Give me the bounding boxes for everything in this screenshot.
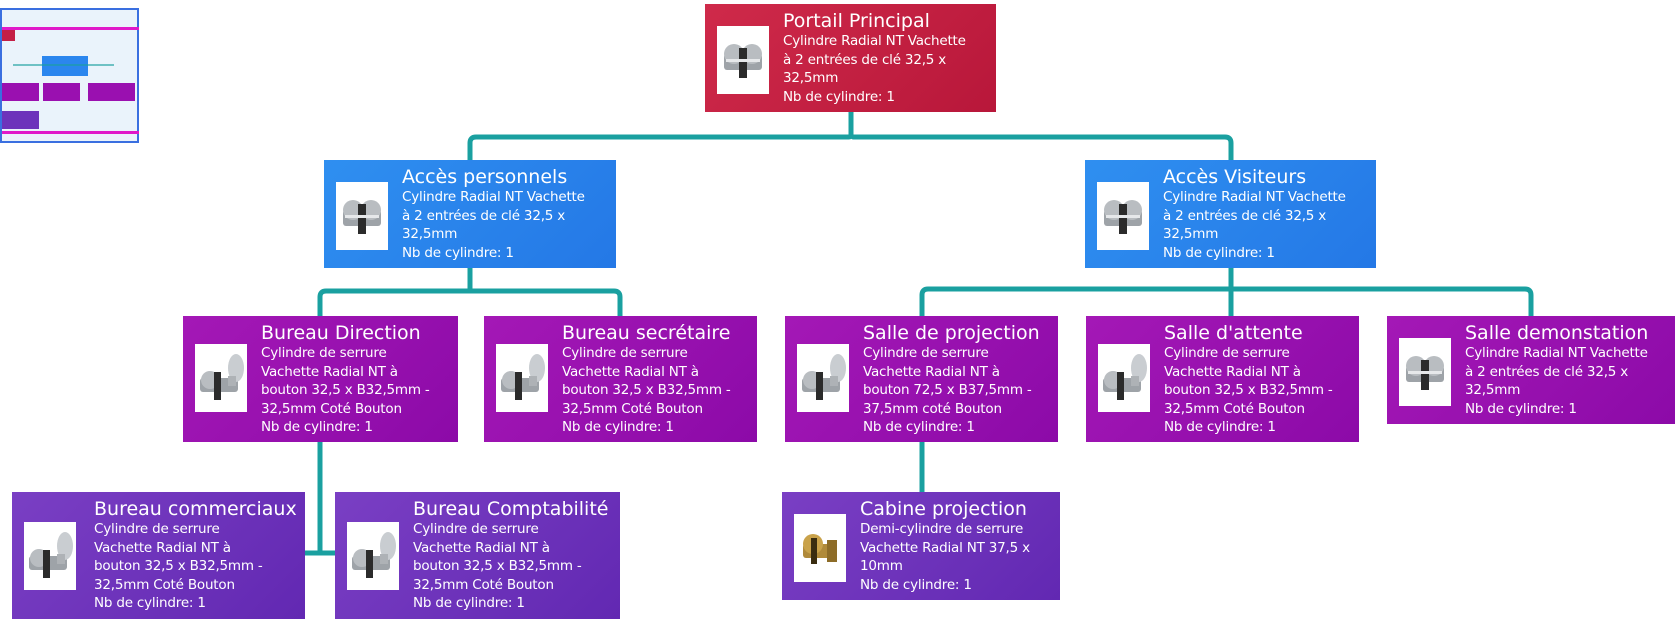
node-description: Cylindre Radial NT Vachette à 2 entrées … (1465, 345, 1648, 399)
node-description: Cylindre Radial NT Vachette à 2 entrées … (783, 33, 966, 87)
minimap-node (42, 56, 88, 76)
node-acces-visiteurs[interactable]: Accès Visiteurs Cylindre Radial NT Vache… (1085, 160, 1376, 268)
node-count: Nb de cylindre: 1 (783, 88, 895, 105)
node-count: Nb de cylindre: 1 (1163, 244, 1275, 261)
cylinder-thumbnail (1097, 182, 1149, 250)
cylinder-thumbnail (336, 182, 388, 250)
node-bureau-secretaire[interactable]: Bureau secrétaire Cylindre de serrure Va… (484, 316, 757, 442)
connector-acces-personnels (317, 265, 623, 319)
node-count: Nb de cylindre: 1 (1465, 400, 1577, 417)
node-description: Demi-cylindre de serrure Vachette Radial… (860, 521, 1030, 575)
node-title: Bureau commerciaux (94, 498, 297, 520)
node-count: Nb de cylindre: 1 (562, 419, 674, 436)
node-title: Portail Principal (783, 10, 930, 32)
lock-cylinder-icon (724, 44, 762, 78)
node-description: Cylindre de serrure Vachette Radial NT à… (413, 521, 582, 593)
lock-cylinder-icon (1104, 200, 1142, 234)
node-title: Salle d'attente (1164, 322, 1303, 344)
node-portail-principal[interactable]: Portail Principal Cylindre Radial NT Vac… (705, 4, 996, 112)
minimap-node (88, 83, 135, 101)
cylinder-thumbnail (1399, 338, 1451, 406)
minimap[interactable] (0, 8, 139, 143)
node-title: Bureau Comptabilité (413, 498, 609, 520)
node-description: Cylindre de serrure Vachette Radial NT à… (261, 345, 430, 417)
connector-bureau-direction (302, 439, 339, 556)
cylinder-thumbnail (1098, 344, 1150, 412)
cylinder-thumbnail (797, 344, 849, 412)
node-description: Cylindre de serrure Vachette Radial NT à… (863, 345, 1032, 417)
node-salle-d-attente[interactable]: Salle d'attente Cylindre de serrure Vach… (1086, 316, 1359, 442)
connector-root (467, 109, 1234, 163)
cylinder-thumbnail (496, 344, 548, 412)
knob-cylinder-icon (352, 532, 396, 578)
node-title: Salle de projection (863, 322, 1040, 344)
minimap-line (2, 131, 139, 134)
node-title: Bureau secrétaire (562, 322, 731, 344)
node-title: Accès Visiteurs (1163, 166, 1307, 188)
node-description: Cylindre de serrure Vachette Radial NT à… (1164, 345, 1333, 417)
node-count: Nb de cylindre: 1 (94, 595, 206, 612)
minimap-node (43, 83, 80, 101)
node-description: Cylindre de serrure Vachette Radial NT à… (562, 345, 731, 417)
minimap-line (2, 27, 139, 30)
lock-cylinder-icon (1406, 356, 1444, 390)
knob-cylinder-icon (501, 354, 545, 400)
node-count: Nb de cylindre: 1 (1164, 419, 1276, 436)
node-acces-personnels[interactable]: Accès personnels Cylindre Radial NT Vach… (324, 160, 616, 268)
minimap-connector (13, 64, 114, 66)
node-count: Nb de cylindre: 1 (860, 576, 972, 593)
knob-cylinder-icon (200, 354, 244, 400)
node-description: Cylindre Radial NT Vachette à 2 entrées … (402, 189, 585, 243)
cylinder-thumbnail (717, 26, 769, 94)
connector-acces-visiteurs (919, 265, 1534, 319)
node-bureau-comptabilite[interactable]: Bureau Comptabilité Cylindre de serrure … (335, 492, 620, 619)
cylinder-thumbnail (195, 344, 247, 412)
minimap-node (2, 83, 39, 101)
half-cylinder-icon (803, 534, 837, 564)
node-title: Accès personnels (402, 166, 568, 188)
node-count: Nb de cylindre: 1 (402, 244, 514, 261)
node-salle-de-projection[interactable]: Salle de projection Cylindre de serrure … (785, 316, 1058, 442)
node-salle-demonstation[interactable]: Salle demonstation Cylindre Radial NT Va… (1387, 316, 1675, 424)
node-count: Nb de cylindre: 1 (261, 419, 373, 436)
minimap-node (2, 30, 15, 41)
knob-cylinder-icon (802, 354, 846, 400)
node-title: Cabine projection (860, 498, 1027, 520)
node-bureau-commerciaux[interactable]: Bureau commerciaux Cylindre de serrure V… (12, 492, 305, 619)
node-count: Nb de cylindre: 1 (413, 595, 525, 612)
node-title: Bureau Direction (261, 322, 421, 344)
cylinder-thumbnail (794, 514, 846, 582)
node-title: Salle demonstation (1465, 322, 1649, 344)
cylinder-thumbnail (347, 522, 399, 590)
minimap-node (2, 111, 39, 129)
node-description: Cylindre Radial NT Vachette à 2 entrées … (1163, 189, 1346, 243)
cylinder-thumbnail (24, 522, 76, 590)
lock-cylinder-icon (343, 200, 381, 234)
node-cabine-projection[interactable]: Cabine projection Demi-cylindre de serru… (782, 492, 1060, 600)
node-count: Nb de cylindre: 1 (863, 419, 975, 436)
knob-cylinder-icon (29, 532, 73, 578)
knob-cylinder-icon (1103, 354, 1147, 400)
node-bureau-direction[interactable]: Bureau Direction Cylindre de serrure Vac… (183, 316, 458, 442)
node-description: Cylindre de serrure Vachette Radial NT à… (94, 521, 263, 593)
